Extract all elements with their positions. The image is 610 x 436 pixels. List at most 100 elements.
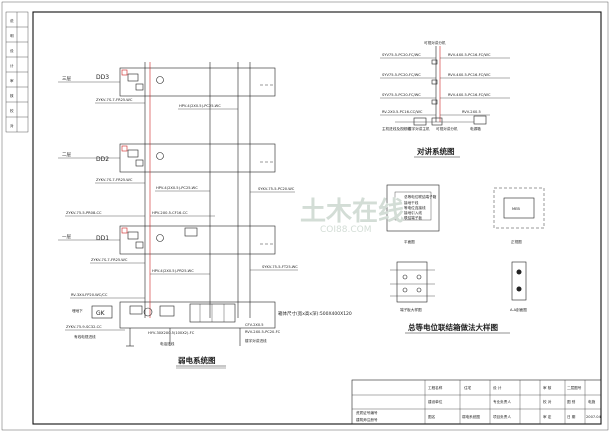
dd1-label: DD1: [96, 235, 109, 242]
bond-front-outer: [493, 187, 545, 229]
intercom-diagram: 可视对讲分机 SYV75-5-PC20-FC/WC RVV-4X0.5-PC16…: [380, 40, 510, 158]
floor-label-3: 三层: [62, 76, 71, 82]
tb-cert2: 建筑师注册号: [356, 417, 378, 422]
intercom-label-b: 可视对讲分机: [436, 126, 458, 131]
intercom-label-d: 主机进线及视频线: [382, 126, 411, 131]
watermark-sub: COI88.COM: [320, 225, 371, 235]
bond-box1-line3: 联结端子板: [404, 215, 422, 220]
gk-label: GK: [96, 310, 106, 317]
tb-checker: 审 核: [543, 385, 552, 390]
floor-band-2: [119, 143, 276, 173]
intercom-row2-right: RVV-4X0.5-PC16-FC/WC: [448, 93, 491, 97]
equip-ground: [129, 303, 236, 323]
inner-border: [32, 11, 602, 425]
floor-label-1: 一层: [62, 234, 71, 240]
bond-sub2: 正视图: [511, 239, 522, 244]
tb-drawing-value: 弱电系统图: [462, 414, 480, 419]
tb-stage: 二层图号: [567, 385, 582, 390]
intercom-label-c: 电源箱: [470, 126, 481, 131]
strip-text-4: 审: [10, 78, 14, 83]
riser-diagram: 三层 二层 一层 DD3 DD2 DD1: [58, 62, 352, 369]
cable-tv1: SYKV-75-5-FT25-WC: [262, 265, 298, 269]
cable-f1b: ZYKV-75-9-SC32-CC: [66, 325, 102, 329]
bonding-title: 总等电位联结箱做法大样图: [408, 322, 498, 332]
bond-box1-title: 总等电位联结端子箱: [404, 194, 437, 199]
tb-designer: 设 计: [493, 385, 502, 390]
cable-dd3b: HPV-4(2X0.5)-PC25-WC: [179, 104, 221, 108]
tb-approver: 校 对: [543, 399, 552, 404]
tb-cert1: 资质证号编号: [356, 410, 378, 415]
strip-text-7: 对: [10, 123, 14, 128]
equip-dd2: [121, 145, 164, 167]
tb-proj-lead: 项目负责人: [493, 414, 511, 419]
dd3-label: DD3: [96, 74, 109, 81]
cable-dd1d: HPV-4(2X0.5)-PR25-WC: [152, 269, 194, 273]
dd2-label: DD2: [96, 156, 109, 163]
tb-project-value: 住宅: [464, 385, 472, 390]
floor-band-3: [119, 67, 276, 97]
watermark-text: 土木在线: [300, 197, 404, 227]
strip-text-0: 说: [10, 18, 14, 23]
intercom-top-label: 可视对讲分机: [424, 40, 446, 45]
cable-b: CFV-2X0.5: [245, 323, 264, 327]
bond-plan-box: [386, 184, 440, 232]
tb-unit-label: 建设单位: [428, 399, 443, 404]
tb-chief: 专业负责人: [493, 399, 511, 404]
tb-date-label: 日 期: [567, 414, 576, 419]
strip-text-3: 计: [10, 63, 14, 68]
title-block: 资质证号编号 建筑师注册号 工程名称 住宅 建设单位 图名 弱电系统图 设 计 …: [351, 379, 602, 425]
left-strip: 说 明 设 计 审 核 校 对: [5, 11, 29, 133]
cable-dd2: ZYKV-7S-7-FR25-WC: [96, 178, 133, 182]
cable-tel: HYV-30X2X0.5(100X2)-FC: [148, 331, 195, 335]
cable-tv2: SYKV-75-5-PC20-WC: [258, 187, 295, 191]
watermark: 土木在线 COI88.COM: [300, 197, 404, 235]
floor-label-2: 二层: [62, 152, 71, 158]
intercom-row1-right: RVV-4X0.5-PC16-FC/WC: [448, 73, 491, 77]
box-note: 箱体尺寸(宽x高x深):500X400X120: [278, 310, 352, 317]
intercom-row1-left: SYV75-5-PC20-FC/WC: [382, 73, 421, 77]
cable-f1: RV-3X4-FP20-WC/CC: [71, 293, 108, 297]
bond-box1-line0: 接地干线: [404, 200, 419, 205]
cable-dd2b: HPV-4(2X0.5)-PC25-WC: [156, 186, 198, 190]
tb-date-value: 2007.04: [586, 415, 602, 419]
buried-label: 埋地下: [72, 308, 83, 313]
tb-approver2: 审 定: [543, 414, 552, 419]
strip-text-1: 明: [10, 34, 14, 38]
bond-front-inner: [503, 197, 535, 219]
bldg-in-label: 楼宇对讲进线: [245, 338, 267, 343]
bond-sub3: 端子板大样图: [400, 307, 422, 312]
intercom-title: 对讲系统图: [417, 146, 455, 156]
cable-dd1b: HPV-2X0.5-CF16-CC: [152, 211, 188, 215]
tb-stage2-val: 电施: [588, 399, 596, 404]
floor-band-0: [119, 301, 276, 329]
floor-band-1: [119, 225, 276, 255]
strip-text-2: 设: [10, 48, 14, 53]
equip-dd3: [121, 69, 164, 91]
bond-terminal-plate: [396, 261, 428, 303]
bond-box2-label: MEB: [512, 207, 520, 211]
intercom-row0-right: RVV-4X0.5-PC16-FC/WC: [448, 53, 491, 57]
intercom-row3-right: RVV-2X0.5: [462, 110, 481, 114]
tb-drawing-label: 图名: [428, 414, 436, 419]
intercom-label-a: 楼宇对讲主机: [408, 126, 430, 131]
tel-in-label: 电话进线: [160, 341, 175, 346]
tb-stage2: 图 别: [567, 399, 576, 404]
riser-title: 弱电系统图: [178, 355, 216, 365]
strip-text-5: 核: [10, 93, 14, 98]
bonding-details: 总等电位联结端子箱 接地干线 等电位连接线 接地引入线 联结端子板 平面图 ME…: [386, 184, 545, 334]
intercom-row2-left: SYV75-5-PC20-FC/WC: [382, 93, 421, 97]
cable-dd3: ZYKV-7S-7-FR25-WC: [96, 98, 133, 102]
bond-sub4: A-A剖面图: [510, 307, 527, 312]
cable-dd1a: ZYKV-75-5-PR08-CC: [66, 211, 102, 215]
bond-box1-line1: 等电位连接线: [404, 205, 426, 210]
tb-project-label: 工程名称: [428, 385, 443, 390]
cable-dd1c: ZYKV-7S-7-FR25-WC: [91, 258, 128, 262]
tv-in-label: 有线电视进线: [74, 334, 96, 339]
gk-box: [91, 305, 113, 319]
bond-section: [511, 261, 527, 301]
strip-text-6: 校: [10, 108, 14, 113]
equip-dd1: [121, 227, 198, 249]
